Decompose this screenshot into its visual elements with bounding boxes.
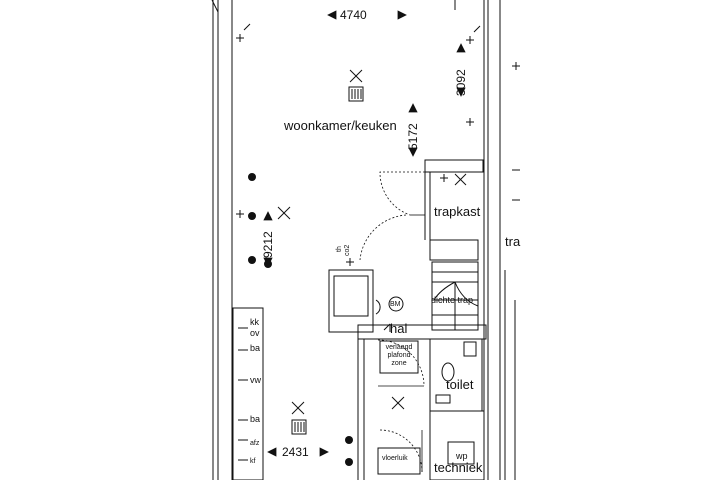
switches: [236, 23, 520, 461]
bm-label: BM: [390, 301, 401, 308]
co2-label: co2: [344, 244, 351, 256]
ceiling-zone-box: [379, 340, 419, 374]
kitchen-label-ov: ov: [250, 328, 260, 338]
dim-top-width: 4740: [340, 8, 367, 22]
trapkast-wall-top: [424, 159, 484, 173]
kitchen-label-kf: kf: [250, 458, 256, 465]
techniek-room: [429, 410, 485, 480]
ceiling-zone-line-1: verlaagd: [385, 344, 413, 351]
thermostat-label: th: [336, 246, 343, 252]
dim-left-vertical: 9212: [261, 231, 275, 258]
kitchen-label-vw: vw: [250, 375, 261, 385]
room-label-trap-neighbour: tra: [505, 234, 521, 249]
ceiling-zone-line-3: zone: [391, 360, 407, 367]
ceiling-points: [277, 69, 467, 415]
room-label-toilet: toilet: [446, 377, 474, 392]
toilet-bowl: [441, 362, 455, 382]
stair-label: dichte trap: [431, 295, 474, 305]
ventilation-grilles: [291, 86, 364, 435]
dim-right-upper: 3092: [454, 69, 468, 96]
sockets: [248, 173, 353, 466]
kitchen-label-ba-2: ba: [250, 414, 261, 424]
dim-center-vertical: 5172: [406, 123, 420, 150]
ceiling-zone-label: verlaagd plafond zone: [381, 344, 417, 368]
wp-box: [447, 441, 475, 465]
dim-arrow-right: [397, 10, 407, 20]
vloerluik-label: vloerluik: [382, 455, 408, 462]
room-label-trapkast: trapkast: [434, 204, 481, 219]
meter-cupboard: [328, 269, 374, 333]
kitchen-label-afz: afz: [250, 440, 260, 447]
kitchen-counter: [232, 307, 264, 480]
dim-bottom-width: 2431: [282, 445, 309, 459]
washbasin: [463, 341, 477, 357]
kitchen-label-ba-1: ba: [250, 343, 261, 353]
kitchen-label-kk: kk: [250, 317, 259, 327]
room-label-techniek: techniek: [434, 460, 483, 475]
wp-label: wp: [456, 451, 468, 461]
room-label-hal: hal: [390, 321, 408, 336]
stair: [431, 261, 479, 331]
ceiling-zone-line-2: plafond: [387, 352, 411, 359]
room-label-woonkamer: woonkamer/keuken: [284, 118, 397, 133]
doors: [359, 171, 425, 473]
hal-wall-top: [357, 324, 487, 340]
dim-arrow-left: [327, 10, 337, 20]
vloerluik-box: [377, 447, 421, 475]
toilet-room: [429, 338, 483, 412]
